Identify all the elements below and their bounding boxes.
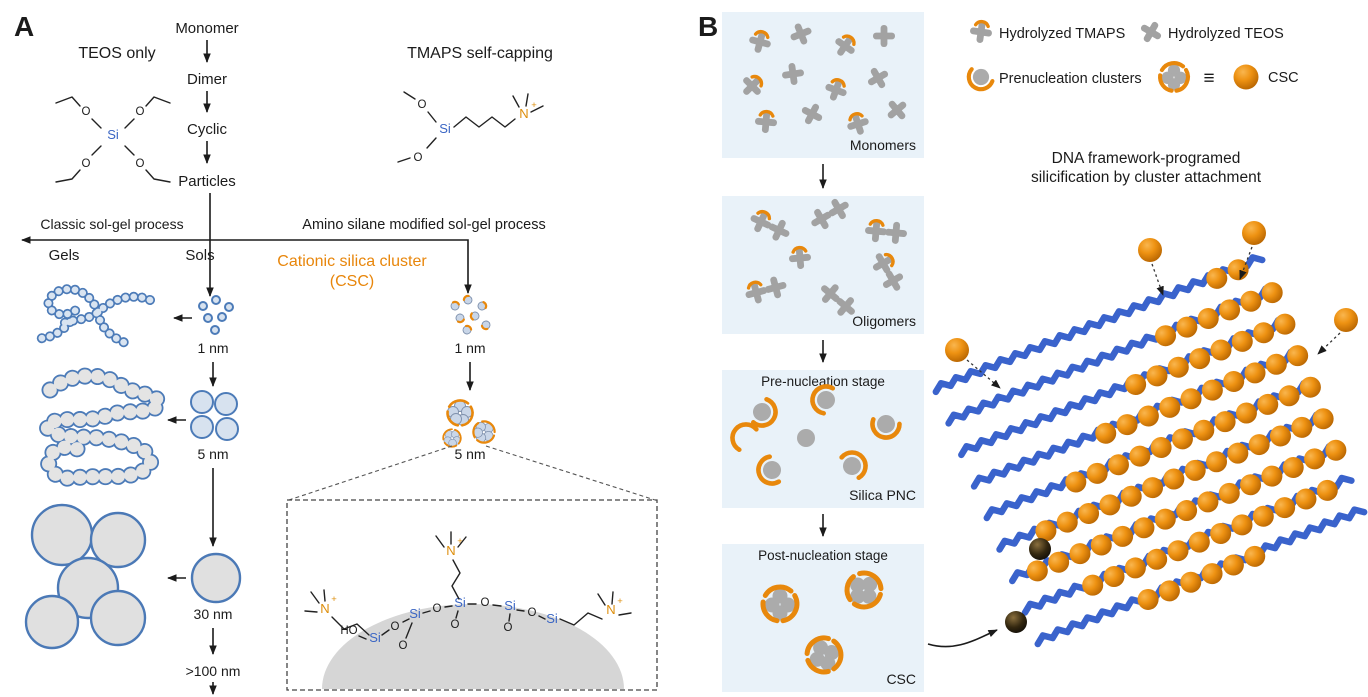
legend-teos-label: Hydrolyzed TEOS [1168, 26, 1284, 42]
stage-header-prenucleation: Pre-nucleation stage [761, 374, 885, 389]
stage-label-monomers: Monomers [850, 137, 916, 153]
o-atom: O [433, 603, 442, 615]
csc-title-line1: Cationic silica cluster [277, 253, 427, 270]
stage-label-silica-pnc: Silica PNC [849, 487, 916, 503]
csc-title-line2: (CSC) [330, 273, 374, 290]
sol-5nm-circles [190, 390, 239, 441]
si-atom: Si [546, 611, 558, 626]
gel-30nm-blob [24, 503, 147, 650]
o-atom: O [481, 597, 490, 609]
csc-zoom-box [286, 499, 658, 691]
silica-particle-surface [322, 604, 624, 689]
flow-step-monomer: Monomer [175, 20, 238, 37]
o-atom: O [418, 99, 427, 111]
o-atom: O [82, 158, 91, 170]
csc-5nm-clusters [438, 399, 501, 452]
si-atom: Si [454, 595, 466, 610]
o-atom: O [391, 621, 400, 633]
gel-1nm-structure [29, 284, 155, 349]
zoom-cone-left [288, 445, 453, 501]
o-atom: O [399, 640, 408, 652]
o-atom: O [414, 152, 423, 164]
attached-csc-spheres [1023, 256, 1350, 614]
csc-cluster-icon [1160, 63, 1188, 91]
o-atom: O [504, 622, 513, 634]
process-branches: Classic sol-gel process Amino silane mod… [21, 216, 546, 294]
panel-b: B Hydrolyzed TMAPS Hydrolyzed TEOS Prenu… [698, 11, 1368, 692]
polymerization-flow: Monomer Dimer Cyclic Particles [175, 20, 239, 297]
stage-label-oligomers: Oligomers [852, 313, 916, 329]
legend-pnc-label: Prenucleation clusters [999, 71, 1142, 87]
si-atom: Si [107, 127, 119, 142]
sol-1nm-dots [198, 295, 234, 335]
silica-pnc-content [729, 381, 902, 484]
panel-b-label: B [698, 11, 718, 42]
hydrolyzed-tmaps-icon [969, 20, 994, 45]
teos-structure: Si O O O O [55, 96, 171, 183]
equivalence-sign: ≡ [1203, 68, 1214, 89]
legend-tmaps-label: Hydrolyzed TMAPS [999, 26, 1125, 42]
panel-a: A TEOS only TMAPS self-capping Monomer D… [14, 11, 658, 695]
o-atom: O [528, 607, 537, 619]
plus-charge: + [531, 100, 537, 111]
o-atom: O [451, 619, 460, 631]
zoom-cone-right [485, 445, 656, 501]
stage-header-postnucleation: Post-nucleation stage [758, 548, 888, 563]
gels-label: Gels [49, 247, 80, 264]
legend: Hydrolyzed TMAPS Hydrolyzed TEOS Prenucl… [965, 16, 1299, 94]
legend-csc-label: CSC [1268, 70, 1299, 86]
prenucleation-cluster-icon [965, 63, 994, 94]
size-1nm: 1 nm [197, 340, 228, 356]
size-5nm-right: 5 nm [454, 446, 485, 462]
size-1nm-right: 1 nm [454, 340, 485, 356]
stage-label-csc: CSC [886, 671, 916, 687]
plus-charge: + [457, 536, 463, 547]
n-atom: N [320, 601, 329, 616]
tmaps-title: TMAPS self-capping [407, 45, 553, 62]
flow-step-particles: Particles [178, 173, 236, 190]
dna-title-line1: DNA framework-programed [1052, 150, 1241, 167]
gel-5nm-aggregate [34, 367, 170, 487]
dna-lattice [932, 247, 1368, 653]
free-csc-spheres [945, 221, 1358, 633]
plus-charge: + [617, 596, 623, 607]
tmaps-structure: Si O O N + [397, 91, 544, 164]
si-atom: Si [504, 598, 516, 613]
hydrolyzed-teos-icon [1135, 16, 1167, 48]
plus-charge: + [331, 594, 337, 605]
size-30nm: 30 nm [194, 606, 233, 622]
si-atom: Si [439, 121, 451, 136]
flow-step-cyclic: Cyclic [187, 121, 227, 138]
csc-1nm-dots [448, 293, 493, 337]
o-atom: O [136, 158, 145, 170]
o-atom: O [82, 106, 91, 118]
si-atom: Si [369, 630, 381, 645]
n-atom: N [606, 602, 615, 617]
csc-surface-chemistry: HO Si Si Si Si Si O O O O O O O N + N + … [304, 531, 632, 689]
size-100nm: >100 nm [186, 663, 241, 679]
dna-title-line2: silicification by cluster attachment [1031, 169, 1262, 186]
flow-step-dimer: Dimer [187, 71, 227, 88]
size-5nm: 5 nm [197, 446, 228, 462]
si-atom: Si [409, 606, 421, 621]
arrow-csc-to-framework [927, 629, 998, 648]
o-atom: O [136, 106, 145, 118]
panel-a-label: A [14, 11, 34, 42]
csc-sphere-icon [1233, 64, 1259, 90]
n-atom: N [519, 106, 528, 121]
sol-30nm-circle [190, 552, 242, 604]
classic-process-label: Classic sol-gel process [40, 216, 183, 232]
n-atom: N [446, 543, 455, 558]
amino-process-label: Amino silane modified sol-gel process [302, 217, 545, 233]
sols-label: Sols [185, 247, 214, 264]
attachment-arrows [966, 246, 1341, 389]
teos-title: TEOS only [78, 45, 155, 62]
